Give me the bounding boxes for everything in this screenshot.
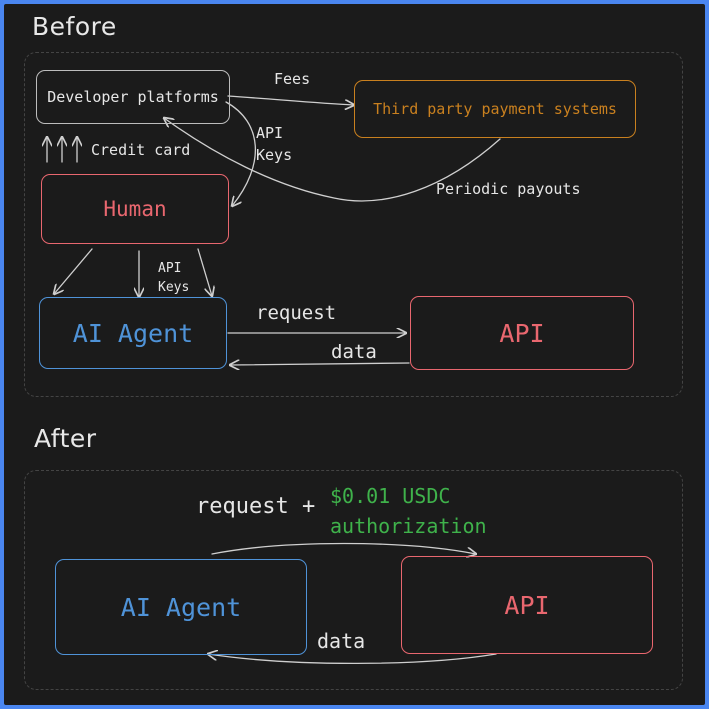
- label-after-data: data: [317, 629, 366, 653]
- arrow-periodic-payouts: [164, 118, 501, 202]
- arrow-after-request: [211, 542, 476, 555]
- label-api-keys-bottom: API Keys: [158, 261, 190, 295]
- arrow-after-data: [208, 654, 497, 665]
- node-developer-platforms: Developer platforms: [36, 70, 230, 124]
- node-human: Human: [41, 174, 229, 244]
- node-human-label: Human: [103, 197, 167, 221]
- label-api-keys-top: API Keys: [256, 124, 293, 164]
- label-periodic-payouts: Periodic payouts: [436, 180, 581, 198]
- diagram-canvas: Before Developer platforms Third party p…: [4, 4, 705, 705]
- arrow-fees: [227, 95, 354, 105]
- label-before-request: request: [256, 302, 337, 324]
- node-api-before: API: [410, 296, 634, 370]
- node-ai-agent-before: AI Agent: [39, 297, 227, 369]
- after-section: [24, 470, 683, 690]
- connector-layer: [4, 95, 501, 665]
- node-ai-agent-before-label: AI Agent: [72, 318, 194, 348]
- arrow-before-data: [230, 363, 410, 365]
- before-title: Before: [32, 12, 117, 41]
- node-api-after-label: API: [504, 590, 550, 620]
- before-section: [24, 52, 683, 397]
- node-ai-agent-after: AI Agent: [55, 559, 307, 655]
- node-developer-platforms-label: Developer platforms: [47, 88, 219, 106]
- label-payment-authorization: $0.01 USDC authorization: [330, 484, 487, 538]
- label-after-request: request +: [196, 494, 316, 519]
- arrow-api-keys-top: [225, 101, 256, 206]
- node-third-party-payment: Third party payment systems: [354, 80, 636, 138]
- label-before-data: data: [331, 341, 377, 363]
- node-api-after: API: [401, 556, 653, 654]
- arrow-human-agent-1: [54, 248, 93, 294]
- after-title: After: [34, 424, 97, 453]
- node-third-party-payment-label: Third party payment systems: [373, 100, 617, 118]
- node-ai-agent-after-label: AI Agent: [120, 592, 242, 622]
- arrow-human-agent-3: [197, 248, 212, 296]
- label-credit-card: Credit card: [91, 141, 191, 159]
- label-fees: Fees: [274, 70, 311, 88]
- node-api-before-label: API: [499, 318, 545, 348]
